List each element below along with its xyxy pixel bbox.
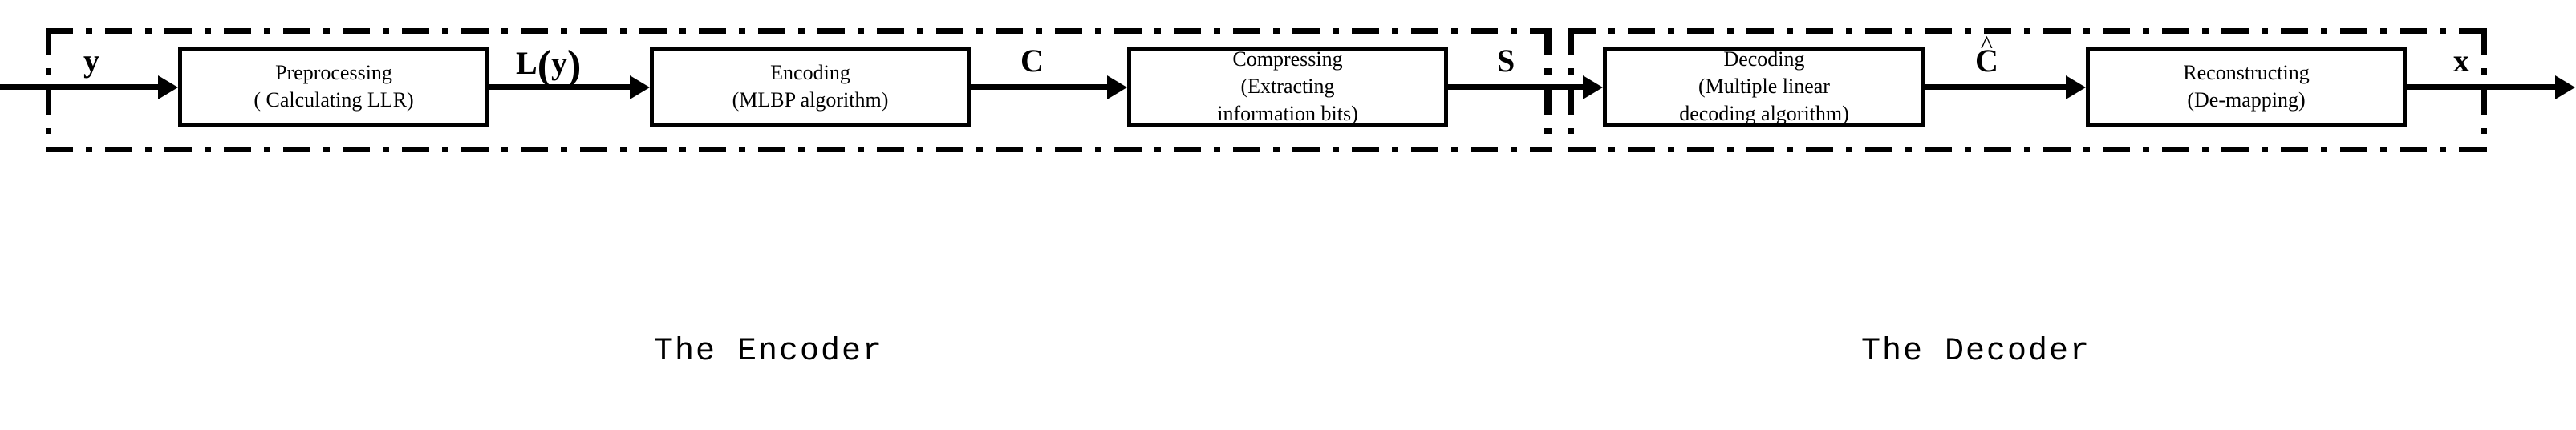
signal-label-C-hat: ^C bbox=[1975, 31, 1998, 79]
caption-the-decoder: The Decoder bbox=[1861, 334, 2091, 370]
block-reconstructing-line1: Reconstructing bbox=[2183, 61, 2310, 85]
signal-label-y-text: y bbox=[83, 43, 99, 79]
block-decoding-line2: (Multiple linear bbox=[1698, 75, 1830, 99]
encoder-decoder-separator-line-right bbox=[1568, 28, 1574, 152]
block-preprocessing[interactable]: Preprocessing ( Calculating LLR) bbox=[178, 47, 489, 127]
signal-label-C-hat-text: C bbox=[1975, 43, 1998, 79]
block-encoding-line1: Encoding bbox=[770, 61, 850, 85]
signal-label-x: x bbox=[2453, 45, 2469, 77]
signal-label-y: y bbox=[83, 45, 99, 77]
block-decoding-line3: decoding algorithm) bbox=[1679, 101, 1849, 125]
signal-label-L-close-paren: ) bbox=[567, 43, 582, 88]
signal-label-x-text: x bbox=[2453, 43, 2469, 79]
signal-label-L-open-paren: ( bbox=[537, 43, 552, 88]
block-compressing[interactable]: Compressing (Extracting information bits… bbox=[1127, 47, 1448, 127]
block-decoding[interactable]: Decoding (Multiple linear decoding algor… bbox=[1603, 47, 1925, 127]
block-reconstructing-line2: (De-mapping) bbox=[2187, 88, 2306, 112]
encoder-region-top-edge bbox=[46, 28, 1552, 34]
block-reconstructing[interactable]: Reconstructing (De-mapping) bbox=[2086, 47, 2407, 127]
block-compressing-line2: (Extracting bbox=[1240, 75, 1335, 99]
decoder-region-top-edge bbox=[1568, 28, 2487, 34]
block-encoding-line2: (MLBP algorithm) bbox=[732, 88, 889, 112]
arrow-preprocessing-to-encoding bbox=[489, 84, 631, 90]
arrow-encoding-to-compressing bbox=[971, 84, 1108, 90]
arrow-reconstructing-to-output bbox=[2407, 84, 2556, 90]
encoder-decoder-separator-line-left bbox=[1544, 28, 1550, 152]
signal-label-C-text: C bbox=[1020, 43, 1044, 79]
encoder-region-left-edge bbox=[46, 28, 51, 152]
arrow-compressing-to-decoding bbox=[1448, 84, 1584, 90]
block-compressing-line3: information bits) bbox=[1217, 101, 1358, 125]
signal-label-L-text: L bbox=[516, 44, 538, 81]
block-preprocessing-line1: Preprocessing bbox=[275, 61, 392, 85]
block-encoding[interactable]: Encoding (MLBP algorithm) bbox=[650, 47, 971, 127]
decoder-region-bottom-edge bbox=[1568, 147, 2487, 152]
block-compressing-line1: Compressing bbox=[1232, 47, 1343, 71]
encoder-region-bottom-edge bbox=[46, 147, 1552, 152]
signal-label-S-text: S bbox=[1497, 43, 1515, 79]
block-decoding-line1: Decoding bbox=[1723, 47, 1805, 71]
signal-label-C-hat-wrap: ^C bbox=[1975, 31, 1998, 79]
hat-accent-icon: ^ bbox=[1980, 30, 1993, 59]
arrow-input-to-preprocessing bbox=[0, 84, 159, 90]
signal-label-C: C bbox=[1020, 45, 1044, 77]
arrow-decoding-to-reconstructing bbox=[1925, 84, 2067, 90]
caption-the-encoder: The Encoder bbox=[654, 334, 884, 370]
block-preprocessing-line2: ( Calculating LLR) bbox=[254, 88, 414, 112]
signal-label-L-argument: y bbox=[551, 44, 568, 81]
decoder-region-right-edge bbox=[2481, 28, 2487, 152]
signal-label-L-of-y: L(y) bbox=[516, 45, 581, 87]
signal-label-S: S bbox=[1497, 45, 1515, 77]
